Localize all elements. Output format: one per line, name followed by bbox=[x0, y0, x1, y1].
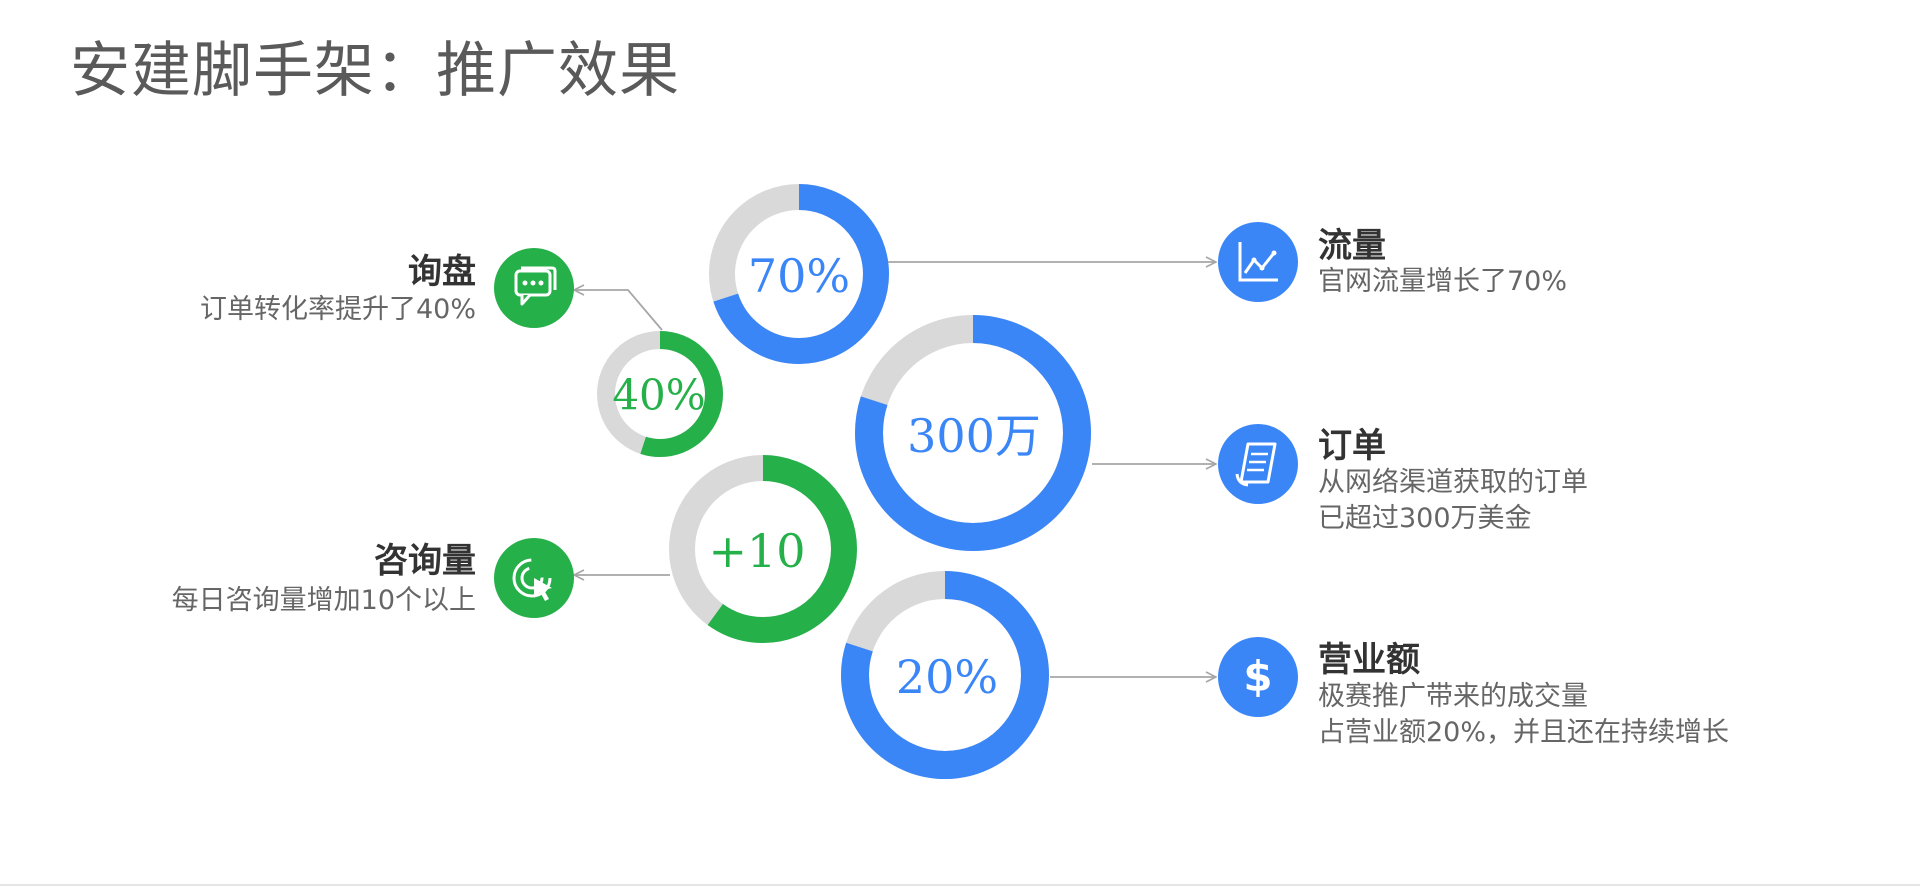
ring-label-inquiry: 40% bbox=[612, 370, 706, 420]
feature-desc-orders-line2: 已超过300万美金 bbox=[1318, 503, 1532, 534]
ring-label-traffic: 70% bbox=[747, 249, 851, 303]
chat-icon bbox=[494, 248, 574, 328]
ring-label-orders: 300万 bbox=[907, 409, 1041, 463]
feature-desc-revenue-line1: 极赛推广带来的成交量 bbox=[1318, 681, 1588, 712]
feature-desc-traffic: 官网流量增长了70% bbox=[1318, 266, 1568, 297]
ring-progress-inquiry bbox=[597, 331, 723, 457]
ring-progress-orders bbox=[855, 315, 1091, 551]
feature-title-inquiry: 询盘 bbox=[408, 252, 476, 292]
feature-title-orders: 订单 bbox=[1318, 426, 1386, 466]
connector-inquiry bbox=[574, 290, 663, 331]
line-chart-icon bbox=[1218, 222, 1298, 302]
document-icon bbox=[1218, 424, 1298, 504]
ring-label-revenue: 20% bbox=[895, 650, 999, 704]
feature-desc-revenue-line2: 占营业额20%，并且还在持续增长 bbox=[1318, 717, 1730, 748]
ring-progress-revenue bbox=[841, 571, 1049, 779]
feature-title-revenue: 营业额 bbox=[1318, 640, 1420, 680]
feature-title-consult: 咨询量 bbox=[374, 541, 476, 581]
feature-title-traffic: 流量 bbox=[1318, 226, 1386, 266]
svg-text:$: $ bbox=[1243, 652, 1272, 701]
ring-progress-traffic bbox=[709, 184, 889, 364]
feature-desc-consult: 每日咨询量增加10个以上 bbox=[171, 585, 476, 616]
ring-progress-consult bbox=[669, 455, 857, 643]
cursor-click-icon bbox=[494, 538, 574, 618]
feature-desc-orders-line1: 从网络渠道获取的订单 bbox=[1318, 467, 1588, 498]
page-title: 安建脚手架：推广效果 bbox=[70, 36, 680, 106]
dollar-icon: $ bbox=[1218, 637, 1298, 717]
bottom-divider bbox=[0, 884, 1920, 886]
feature-desc-inquiry: 订单转化率提升了40% bbox=[199, 294, 476, 325]
ring-label-consult: +10 bbox=[708, 524, 806, 578]
